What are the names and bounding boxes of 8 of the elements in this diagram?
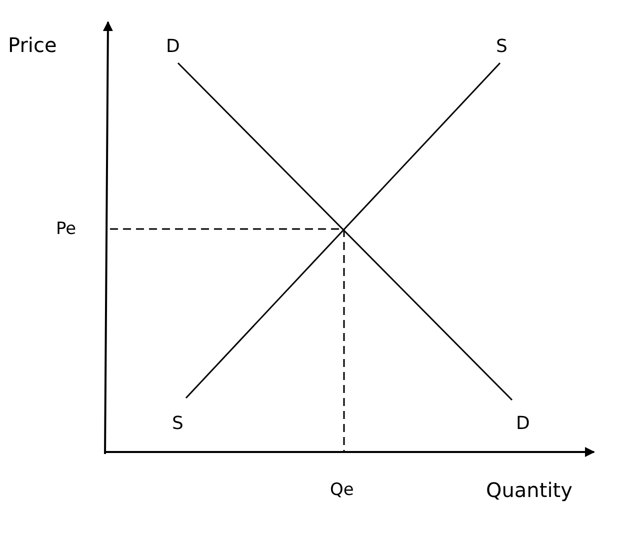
curve-label: D: [166, 38, 180, 56]
curve-label: S: [172, 415, 184, 433]
curve-label: D: [516, 415, 530, 433]
axis-label: Price: [8, 35, 57, 55]
price-label: Pe: [56, 221, 76, 238]
curve-label: S: [496, 38, 508, 56]
axis-label: Quantity: [486, 480, 572, 500]
quantity-label: Qe: [330, 482, 354, 499]
